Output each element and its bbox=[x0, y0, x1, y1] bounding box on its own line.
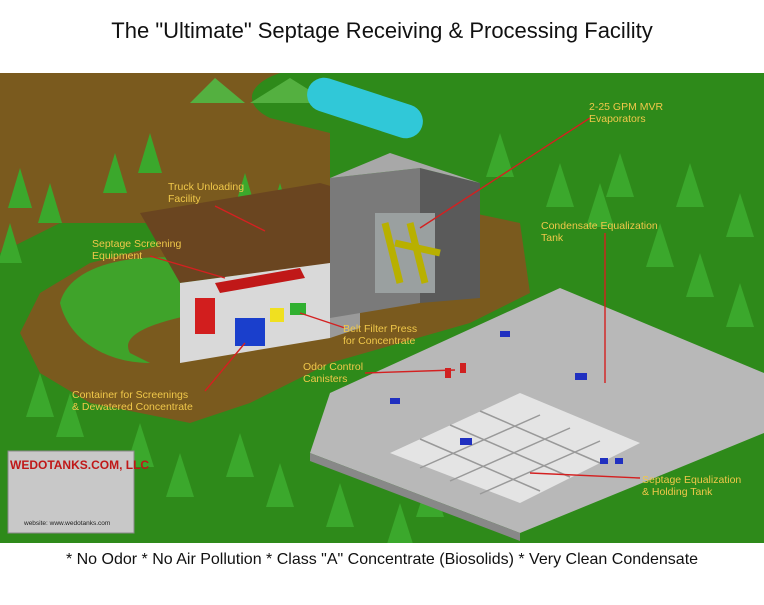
evaporator-tower-top bbox=[330, 153, 480, 183]
label-belt-filter-2: for Concentrate bbox=[343, 335, 416, 347]
odor-canisters bbox=[445, 363, 466, 378]
label-evaporators-1: 2-25 GPM MVR bbox=[589, 101, 664, 113]
truck-unloading-roof bbox=[140, 183, 390, 283]
footer-features: * No Odor * No Air Pollution * Class "A"… bbox=[65, 551, 699, 568]
evaporator-piping bbox=[381, 222, 441, 284]
label-evaporators-2: Evaporators bbox=[589, 113, 646, 125]
tank-partitions bbox=[419, 410, 601, 495]
belt-filter-press bbox=[270, 308, 284, 322]
tank-cells bbox=[390, 393, 640, 503]
label-condensate-tank-1: Condensate Equalization bbox=[541, 220, 658, 232]
septage-tank-edge bbox=[310, 453, 520, 541]
label-septage-tank-2: & Holding Tank bbox=[642, 486, 713, 498]
tree-group bbox=[0, 133, 754, 543]
label-odor-control-2: Canisters bbox=[303, 373, 347, 385]
cyan-storage-tank bbox=[307, 77, 423, 139]
label-condensate-tank-2: Tank bbox=[541, 232, 564, 244]
label-belt-filter-1: Belt Filter Press bbox=[343, 323, 417, 335]
page-title: The "Ultimate" Septage Receiving & Proce… bbox=[111, 18, 653, 43]
label-screening-1: Septage Screening bbox=[92, 238, 181, 250]
label-truck-unloading-1: Truck Unloading bbox=[168, 181, 244, 193]
pointer-lines bbox=[149, 117, 641, 479]
label-odor-control-1: Odor Control bbox=[303, 361, 363, 373]
label-screening-2: Equipment bbox=[92, 250, 142, 262]
label-container-1: Container for Screenings bbox=[72, 389, 188, 401]
label-truck-unloading-2: Facility bbox=[168, 193, 201, 205]
screening-conveyor bbox=[215, 268, 305, 293]
logo-website: website: www.wedotanks.com bbox=[23, 520, 110, 527]
facility-illustration: 2-25 GPM MVR Evaporators Truck Unloading… bbox=[0, 73, 764, 543]
hatch-group bbox=[390, 331, 623, 464]
logo-name: WEDOTANKS.COM, LLC bbox=[10, 458, 149, 472]
container-blue bbox=[235, 318, 265, 346]
green-equipment bbox=[290, 303, 306, 315]
hill-mound bbox=[190, 78, 245, 103]
red-equipment bbox=[195, 298, 215, 334]
label-septage-tank-1: Septage Equalization bbox=[642, 474, 741, 486]
label-container-2: & Dewatered Concentrate bbox=[72, 401, 193, 413]
company-logo: WEDOTANKS.COM, LLC website: www.wedotank… bbox=[7, 450, 149, 534]
